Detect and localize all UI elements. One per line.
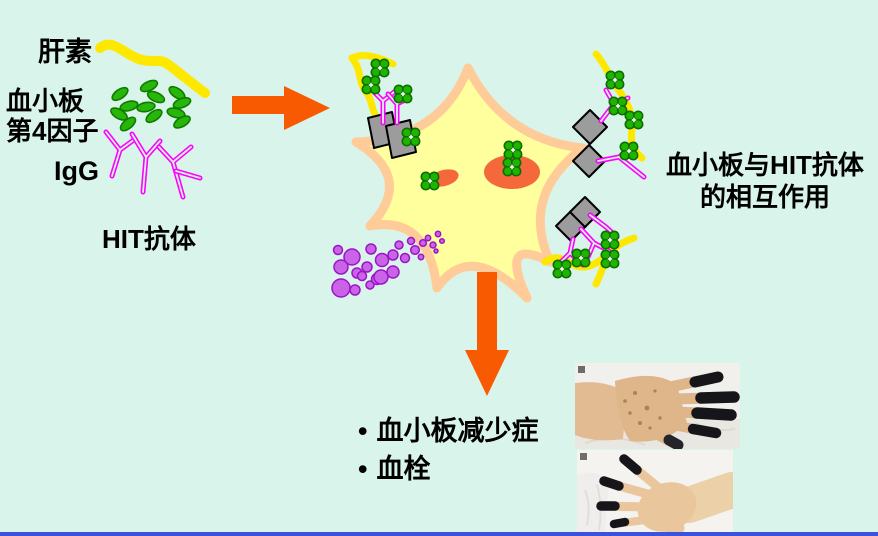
interaction-caption-line1: 血小板与HIT抗体 [666,150,864,180]
platelet-cell-icon [351,63,588,303]
clinical-photo-bottom [577,450,733,535]
outcomes-list: • 血小板减少症 • 血栓 [358,412,538,488]
interaction-caption-line2: 的相互作用 [699,182,830,212]
pf4-label: 血小板 第4因子 [6,86,98,146]
slide-bottom-border [0,532,878,536]
right-arrow-icon [232,86,330,130]
igg-antibodies-icon [103,129,203,200]
outcome-text: 血小板减少症 [376,416,539,446]
interaction-caption: 血小板与HIT抗体 的相互作用 [652,149,878,213]
down-arrow-icon [465,272,509,396]
immune-complex-upper-right-icon [572,50,647,180]
immune-complex-lower-right-icon [541,196,638,288]
outcome-item-thrombosis: • 血栓 [358,450,538,488]
outcome-item-thrombocytopenia: • 血小板减少症 [358,412,538,450]
hit-antibody-label: HIT抗体 [102,224,196,254]
outcome-text: 血栓 [376,454,431,484]
bullet-icon: • [358,454,368,484]
pf4-label-line2: 第4因子 [6,116,99,146]
microparticles-icon [331,230,446,298]
heparin-strand-icon [95,39,210,98]
pf4-cluster-icon [110,79,192,132]
clinical-photo-top [575,363,740,449]
igg-label: IgG [54,156,99,186]
bullet-icon: • [358,416,368,446]
heparin-label: 肝素 [38,37,92,67]
pf4-label-line1: 血小板 [6,86,85,116]
immune-complex-top-left-icon [348,52,421,159]
